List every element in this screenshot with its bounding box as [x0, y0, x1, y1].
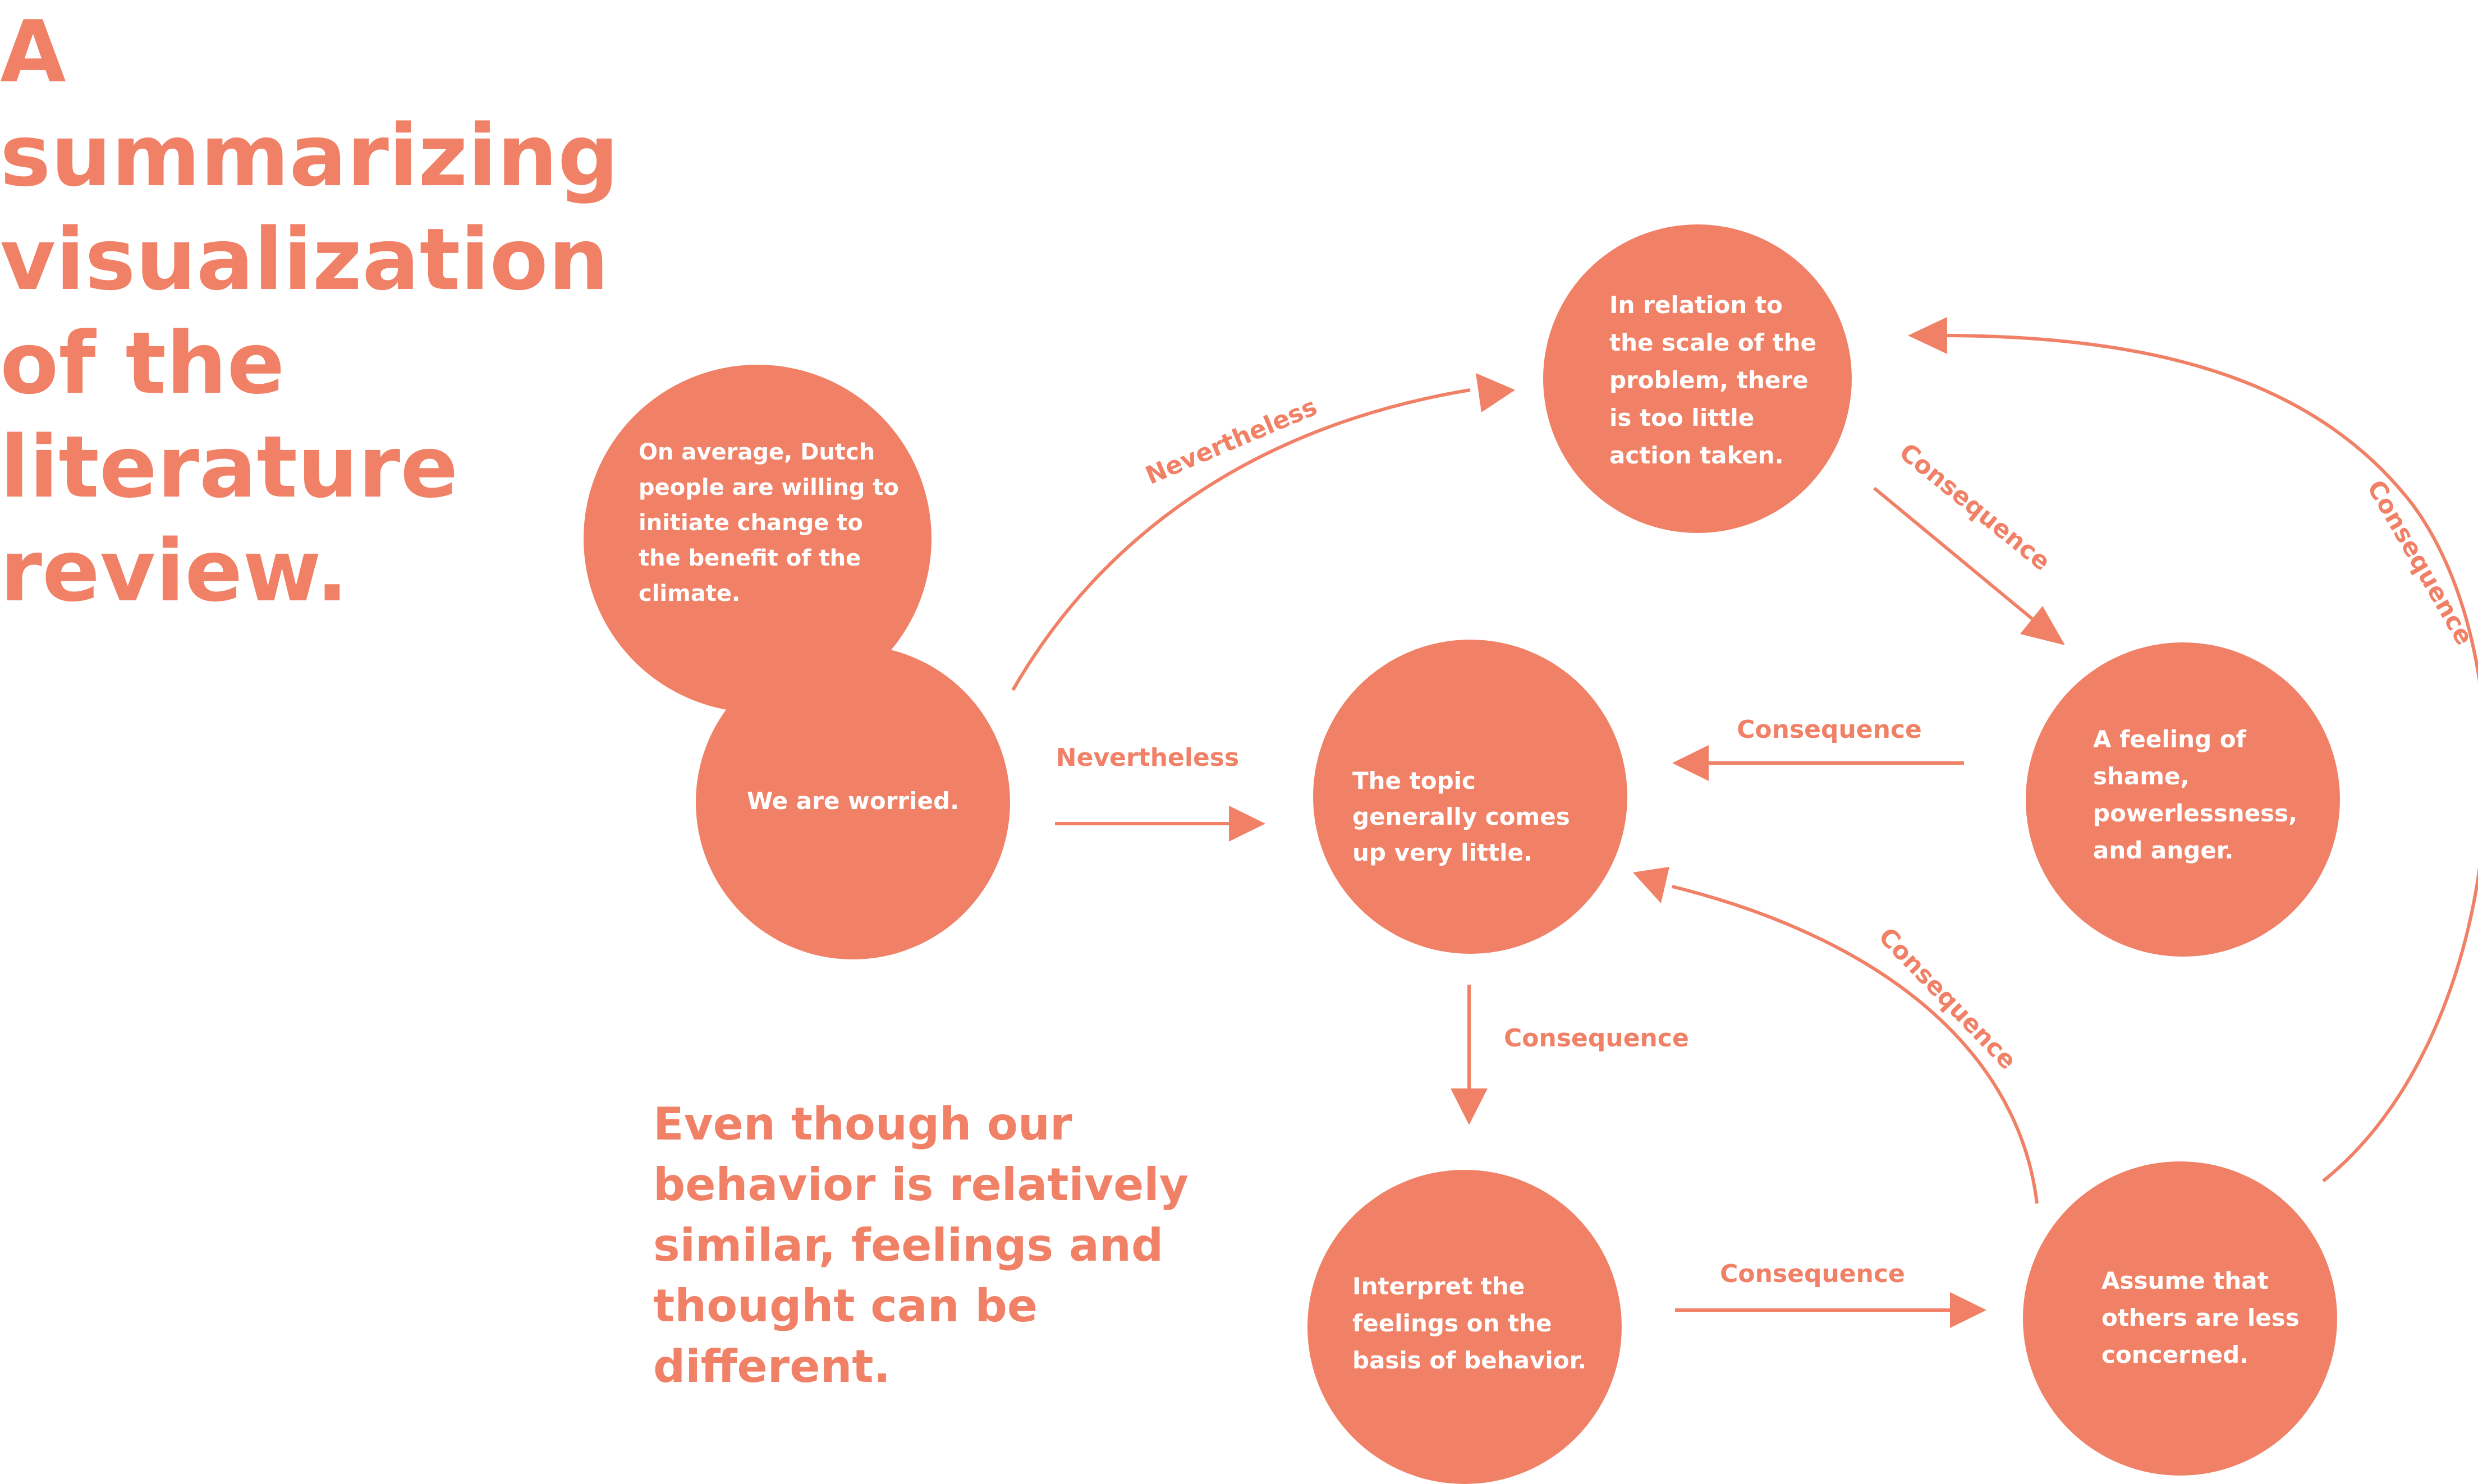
node-interpret-feelings: Interpret the feelings on the basis of b… — [1307, 1170, 1622, 1484]
connector-worried-to-scale — [1011, 388, 1471, 691]
node-assume-others: Assume that others are less concerned. — [2023, 1161, 2337, 1476]
page-title: A summarizing visualization of the liter… — [0, 2, 619, 621]
node-feeling-of-shame: A feeling of shame, powerlessness, and a… — [2026, 642, 2340, 957]
arrowhead-shame-to-topic — [1672, 745, 1709, 781]
edge-label-topic-to-interpret: Consequence — [1504, 1024, 1689, 1053]
connector-scale-to-shame — [1873, 486, 2038, 624]
connector-assume-to-scale — [1947, 334, 2478, 1183]
edge-label-assume-to-scale: Consequence — [2361, 475, 2478, 650]
node-scale-of-problem: In relation to the scale of the problem,… — [1543, 224, 1852, 533]
arrowhead-assume-to-topic — [1633, 867, 1669, 903]
edge-label-interpret-to-assume: Consequence — [1720, 1260, 1905, 1288]
node-topic-comes-up-little: The topic generally comes up very little… — [1313, 640, 1627, 954]
arrowhead-interpret-to-assume — [1950, 1292, 1986, 1328]
edge-label-shame-to-topic: Consequence — [1737, 715, 1922, 744]
edge-label-assume-to-topic: Consequence — [1873, 922, 2022, 1076]
node-we-are-worried: We are worried. — [696, 645, 1010, 959]
node-scale-of-problem-text: In relation to the scale of the problem,… — [1609, 291, 1817, 469]
summary-text: Even though our behavior is relatively s… — [653, 1098, 1188, 1393]
node-topic-comes-up-little-text: The topic generally comes up very little… — [1352, 767, 1570, 866]
arrowhead-scale-to-shame — [2020, 606, 2065, 645]
connector-assume-to-topic — [1672, 885, 2039, 1204]
edge-label-worried-to-topic: Nevertheless — [1056, 743, 1239, 772]
node-we-are-worried-text: We are worried. — [746, 787, 960, 815]
node-dutch-average-text: On average, Dutch people are willing to … — [639, 439, 899, 607]
arrowhead-topic-to-interpret — [1451, 1088, 1488, 1125]
node-assume-others-text: Assume that others are less concerned. — [2101, 1267, 2300, 1368]
arrowhead-assume-to-scale — [1908, 317, 1947, 354]
arrowhead-worried-to-topic — [1229, 806, 1265, 842]
node-interpret-feelings-text: Interpret the feelings on the basis of b… — [1352, 1272, 1587, 1374]
arrowhead-worried-to-scale — [1476, 373, 1515, 412]
edge-label-scale-to-shame: Consequence — [1894, 438, 2055, 576]
node-feeling-of-shame-text: A feeling of shame, powerlessness, and a… — [2093, 725, 2298, 864]
